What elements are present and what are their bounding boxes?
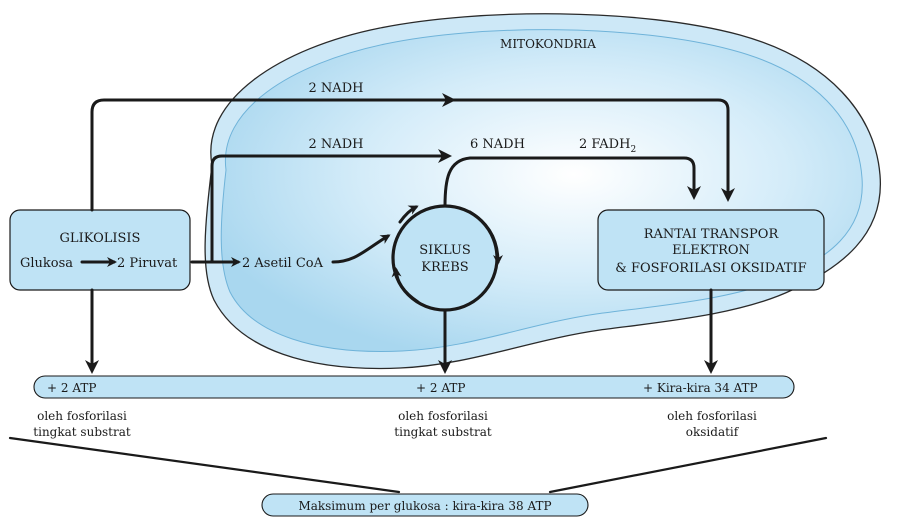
total-box-rect: [261, 493, 589, 517]
atp-bar: + 2 ATP + 2 ATP + Kira-kira 34 ATP: [33, 375, 795, 399]
note-second-line2: tingkat substrat: [394, 425, 492, 439]
total-box: Maksimum per glukosa : kira-kira 38 ATP: [261, 493, 589, 517]
etc-box: RANTAI TRANSPOR ELEKTRON & FOSFORILASI O…: [597, 209, 825, 291]
nadh-top-label: 2 NADH: [309, 81, 364, 96]
fadh-base: 2 FADH: [579, 137, 630, 152]
glycolysis-title: GLIKOLISIS: [60, 231, 141, 246]
nadh-krebs-label: 6 NADH: [470, 137, 525, 152]
krebs-cycle: SIKLUS KREBS: [391, 204, 503, 312]
note-third-line1: oleh fosforilasi: [667, 409, 757, 423]
note-first-line2: tingkat substrat: [33, 425, 131, 439]
pyruvate-nadh-arrow: [210, 149, 452, 264]
note-second-line1: oleh fosforilasi: [398, 409, 488, 423]
nadh-mid-label: 2 NADH: [309, 137, 364, 152]
fadh-label: 2 FADH2: [579, 137, 636, 155]
etc-line2: ELEKTRON: [672, 243, 750, 258]
etc-line1: RANTAI TRANSPOR: [644, 227, 780, 242]
glycolysis-nadh-to-etc-arrow: [90, 98, 735, 212]
fadh-subscript: 2: [630, 145, 636, 155]
acetyl-to-krebs-arrow: [331, 234, 391, 264]
total-label: Maksimum per glukosa : kira-kira 38 ATP: [298, 499, 551, 513]
note-third-line2: oksidatif: [686, 425, 740, 439]
funnel-left-line: [8, 436, 401, 494]
krebs-cycle-arrow-right: [468, 210, 503, 265]
mitochondria-label: MITOKONDRIA: [500, 37, 596, 51]
glycolysis-box: GLIKOLISIS Glukosa 2 Piruvat: [9, 209, 191, 291]
mitochondrion: MITOKONDRIA: [204, 13, 881, 370]
krebs-cycle-arrow-left: [391, 267, 420, 304]
etc-line3: & FOSFORILASI OKSIDATIF: [615, 261, 806, 276]
krebs-line2: KREBS: [421, 260, 468, 275]
atp-third: + Kira-kira 34 ATP: [643, 381, 758, 395]
krebs-line1: SIKLUS: [419, 243, 471, 258]
krebs-cycle-arrow-top: [398, 205, 419, 224]
acetyl-coa-label: 2 Asetil CoA: [242, 256, 324, 271]
atp-first: + 2 ATP: [47, 381, 96, 395]
atp-bar-rect: [33, 375, 795, 399]
funnel-right-line: [548, 436, 828, 494]
pyruvate-label: 2 Piruvat: [117, 256, 178, 271]
atp-second: + 2 ATP: [416, 381, 465, 395]
krebs-nadh-fadh-to-etc-arrow: [443, 156, 701, 208]
glucose-label: Glukosa: [20, 256, 73, 271]
note-first-line1: oleh fosforilasi: [37, 409, 127, 423]
mitochondrion-inner-membrane: [220, 29, 863, 352]
glycolysis-box-rect: [9, 209, 191, 291]
